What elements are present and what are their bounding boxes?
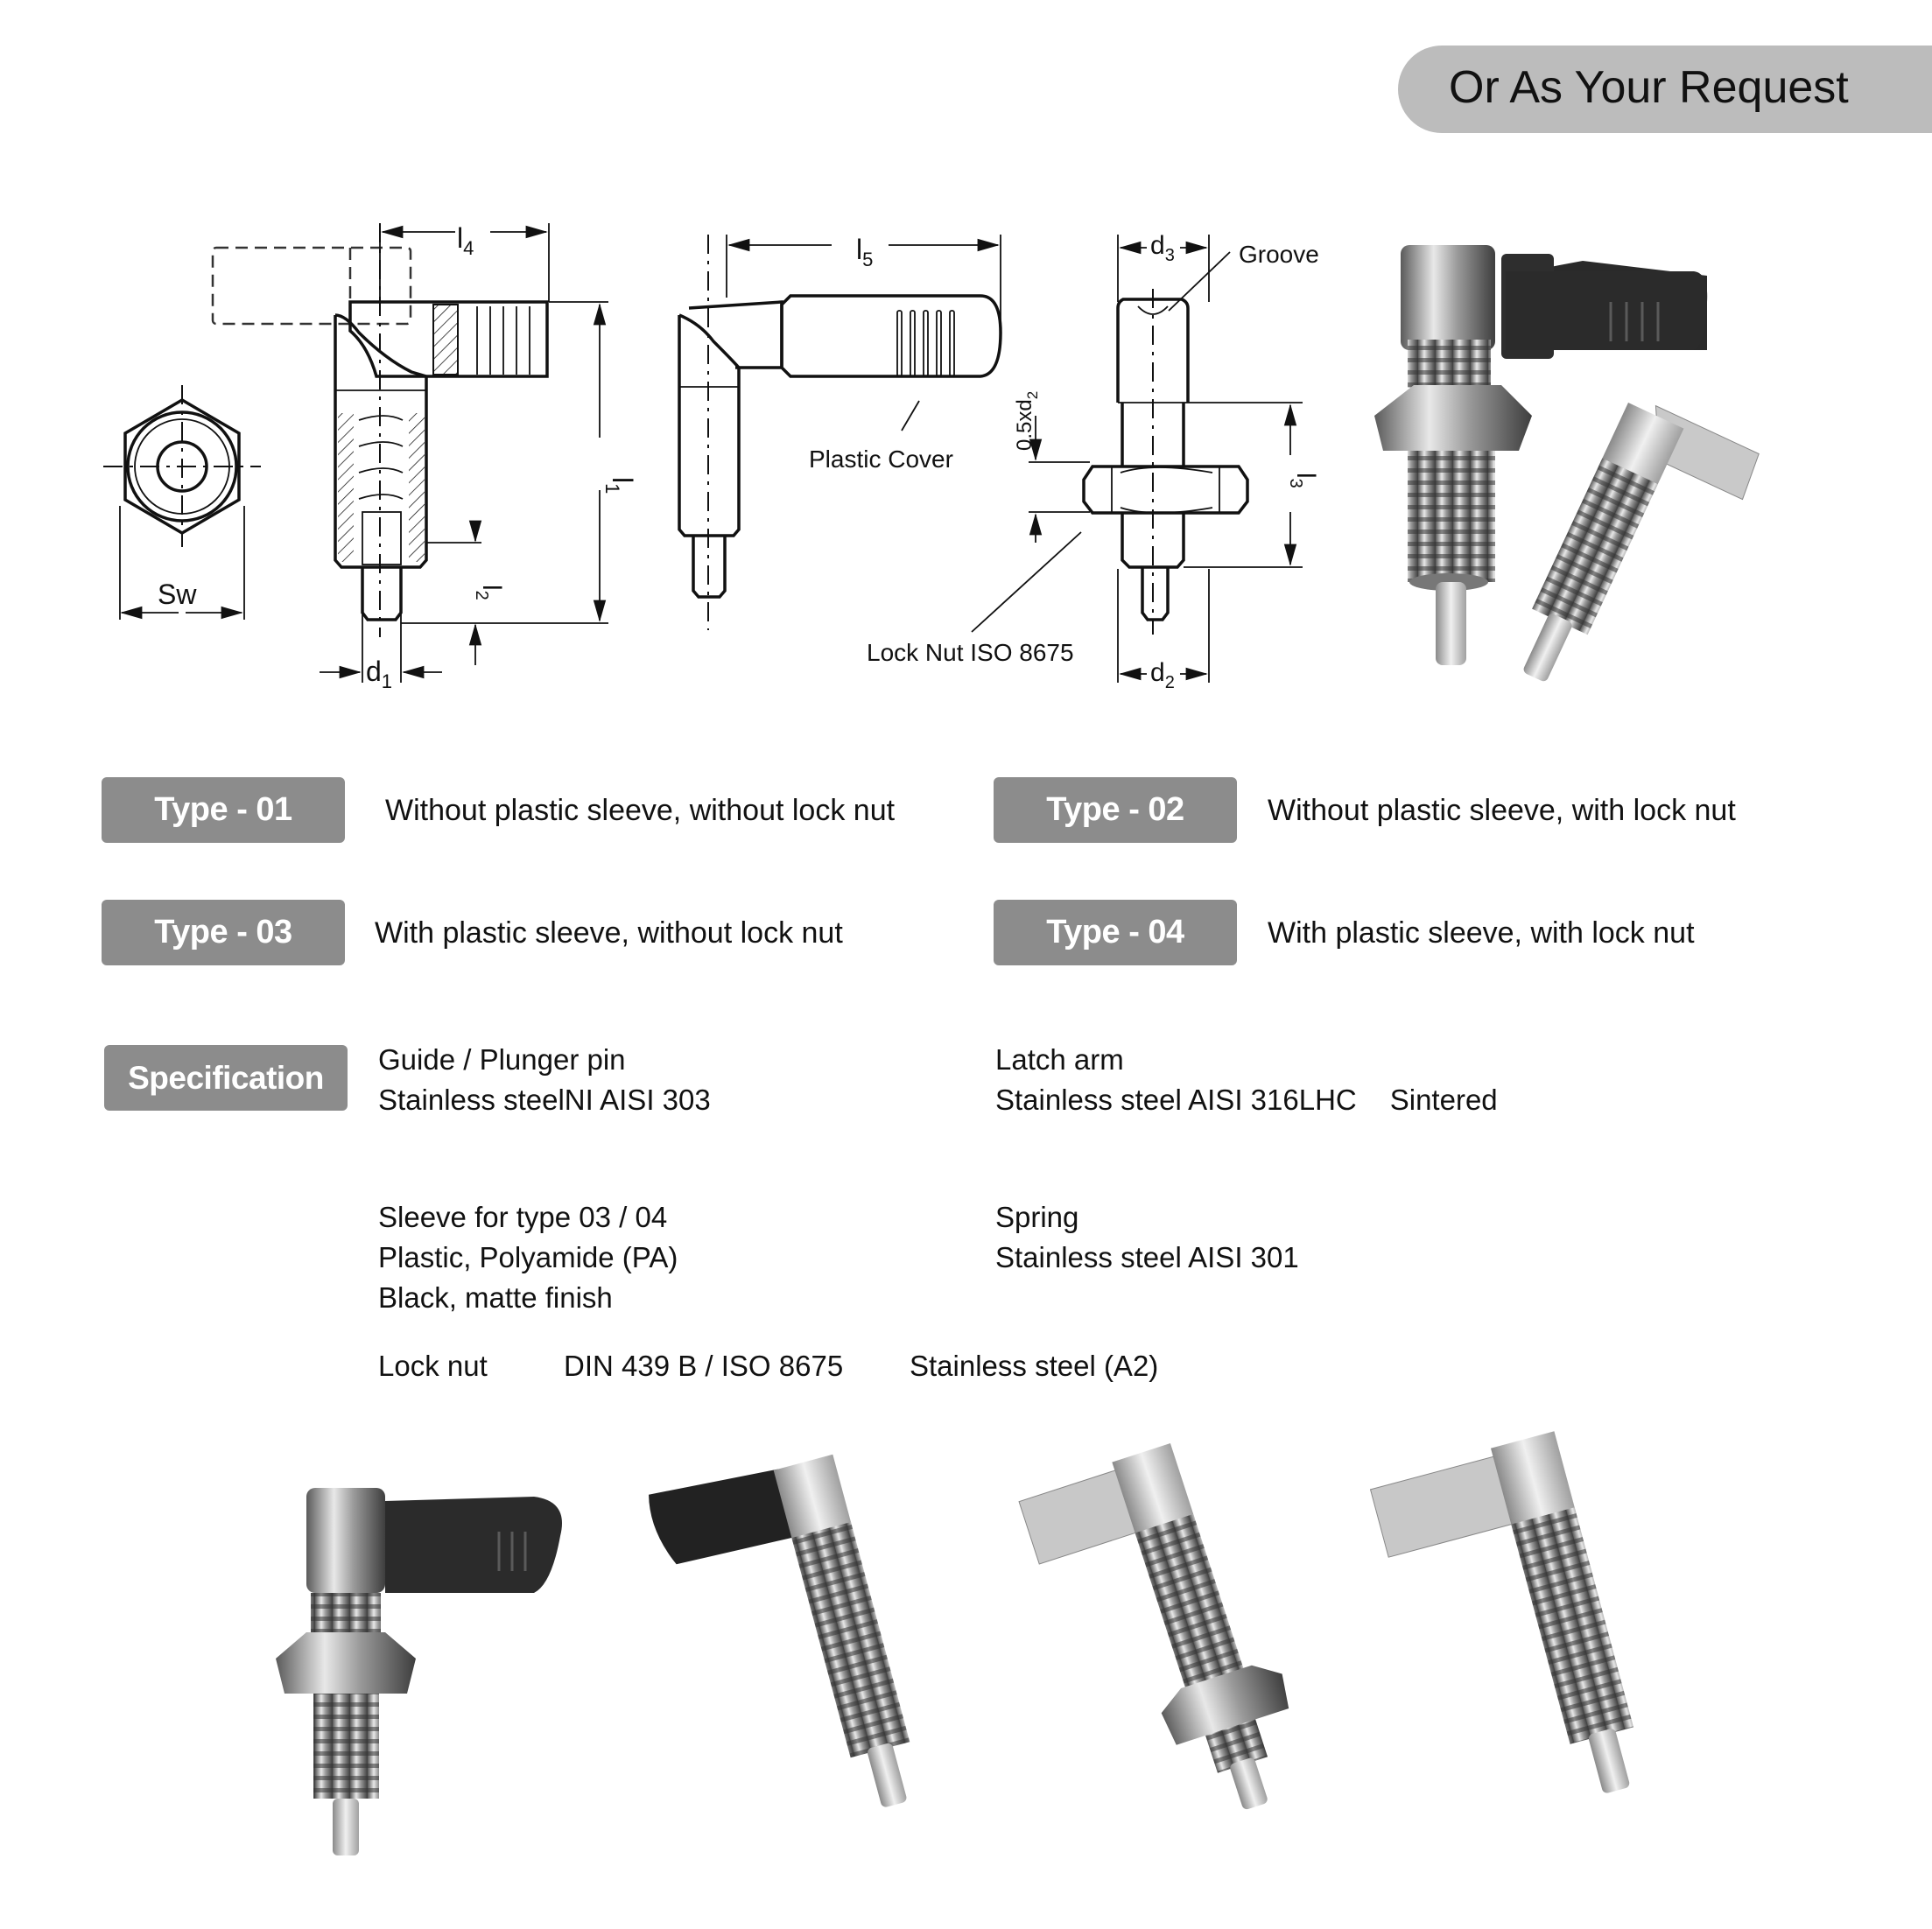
label-plastic-cover: Plastic Cover	[809, 445, 953, 473]
request-banner	[1398, 46, 1932, 133]
spec-guide-pin: Guide / Plunger pin Stainless steelNI AI…	[378, 1040, 711, 1120]
specification-badge: Specification	[104, 1045, 348, 1111]
spec-latch-arm-title: Latch arm	[995, 1043, 1124, 1076]
spec-latch-arm-process: Sintered	[1389, 1084, 1498, 1116]
spec-lock-nut-standard: DIN 439 B / ISO 8675	[564, 1350, 844, 1382]
svg-text:l3: l3	[1286, 473, 1320, 488]
svg-text:d2: d2	[1150, 658, 1175, 692]
label-d2: d	[1150, 658, 1165, 687]
front-view-lock-nut: d3 Groove 0.5xd2 l3 Lock Nut ISO 8675 d2	[867, 231, 1320, 692]
product-photo-top	[1374, 245, 1760, 682]
label-groove: Groove	[1239, 241, 1319, 268]
svg-text:l1: l1	[601, 477, 638, 494]
technical-drawing: Sw l4 l1	[103, 222, 1320, 692]
side-view-plastic-cover: l5 Plastic Cover	[678, 234, 1002, 630]
type-04-description: With plastic sleeve, with lock nut	[1268, 916, 1695, 950]
type-03-description: With plastic sleeve, without lock nut	[375, 916, 843, 950]
type-03-badge: Type - 03	[102, 900, 345, 965]
spec-sleeve: Sleeve for type 03 / 04 Plastic, Polyami…	[378, 1197, 678, 1318]
spec-sleeve-title: Sleeve for type 03 / 04	[378, 1201, 668, 1233]
spec-spring: Spring Stainless steel AISI 301	[995, 1197, 1299, 1278]
side-view-cutaway: l4 l1 l2 d1	[211, 222, 638, 692]
label-l2: l	[477, 585, 506, 591]
spec-sleeve-finish: Black, matte finish	[378, 1281, 613, 1314]
type-01-badge: Type - 01	[102, 777, 345, 843]
spec-sleeve-material: Plastic, Polyamide (PA)	[378, 1241, 678, 1273]
product-photo-4	[1369, 1431, 1634, 1793]
spec-spring-title: Spring	[995, 1201, 1079, 1233]
spec-spring-material: Stainless steel AISI 301	[995, 1241, 1299, 1273]
type-02-badge: Type - 02	[994, 777, 1237, 843]
banner-label: Or As Your Request	[1449, 62, 1849, 113]
spec-lock-nut: Lock nut DIN 439 B / ISO 8675 Stainless …	[378, 1346, 1158, 1386]
type-02-description: Without plastic sleeve, with lock nut	[1268, 794, 1736, 827]
svg-text:l2: l2	[472, 585, 506, 600]
spec-lock-nut-title: Lock nut	[378, 1350, 488, 1382]
label-l4: l	[457, 222, 463, 254]
svg-text:d1: d1	[366, 656, 392, 692]
label-d3: d	[1150, 231, 1165, 260]
svg-text:d3: d3	[1150, 231, 1175, 265]
type-04-badge: Type - 04	[994, 900, 1237, 965]
hex-end-view: Sw	[103, 385, 261, 620]
label-half-d2: 0.5xd	[1013, 399, 1036, 451]
product-photos-bottom	[276, 1431, 1634, 1855]
label-l5: l	[856, 234, 862, 265]
type-01-description: Without plastic sleeve, without lock nut	[385, 794, 896, 827]
label-l3: l	[1291, 473, 1320, 479]
spec-guide-pin-material: Stainless steelNI AISI 303	[378, 1084, 711, 1116]
spec-latch-arm-material: Stainless steel AISI 316LHC	[995, 1084, 1357, 1116]
product-photo-1	[276, 1488, 562, 1855]
svg-text:0.5xd2: 0.5xd2	[1013, 391, 1041, 451]
spec-guide-pin-title: Guide / Plunger pin	[378, 1043, 626, 1076]
spec-lock-nut-material: Stainless steel (A2)	[910, 1350, 1159, 1382]
label-d1: d	[366, 656, 382, 687]
label-lock-nut: Lock Nut ISO 8675	[867, 639, 1074, 666]
svg-text:l5: l5	[856, 234, 873, 270]
label-l1: l	[607, 477, 638, 483]
product-photo-2	[649, 1454, 910, 1807]
svg-text:l4: l4	[457, 222, 474, 259]
label-sw: Sw	[158, 579, 197, 610]
spec-latch-arm: Latch arm Stainless steel AISI 316LHC Sin…	[995, 1040, 1498, 1120]
product-photo-3	[1018, 1443, 1289, 1810]
